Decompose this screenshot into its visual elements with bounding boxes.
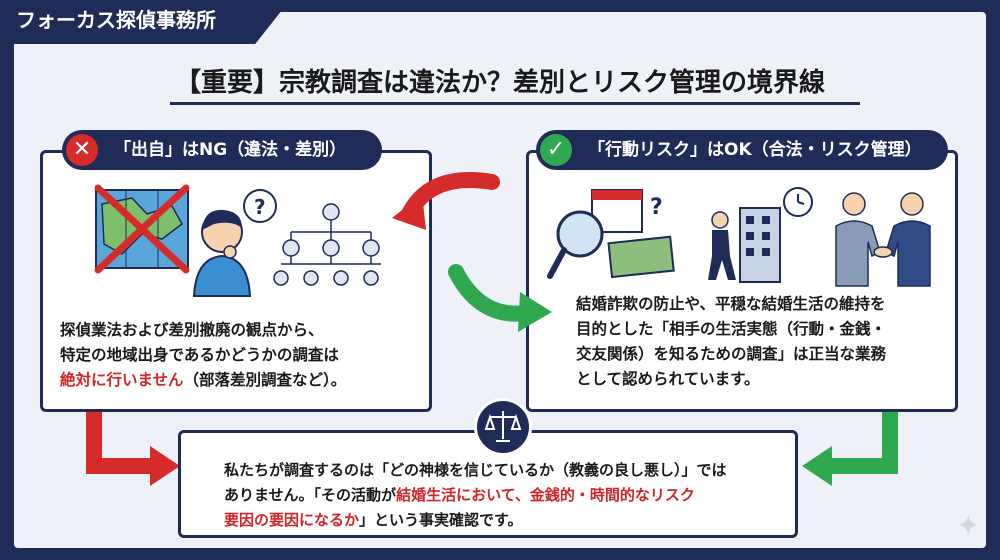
x-mark-icon: ✕ xyxy=(66,134,98,166)
left-elbow-arrow xyxy=(86,412,180,486)
conclusion-line2: ありません。「その活動が結婚生活において、金銭的・時間的なリスク xyxy=(224,483,727,508)
red-arrowhead xyxy=(392,194,426,230)
conclusion-line1: 私たちが調査するのは「どの神様を信じているか（教義の良し悪し）」では xyxy=(224,461,727,479)
ok-description: 結婚詐欺の防止や、平穏な結婚生活の維持を 目的とした「相手の生活実態（行動・金銭… xyxy=(576,292,886,392)
title-underline xyxy=(170,102,860,105)
check-mark-icon: ✓ xyxy=(540,134,572,166)
ng-heading-pill: ✕ 「出自」はNG（違法・差別） xyxy=(62,130,382,170)
ng-heading: 「出自」はNG（違法・差別） xyxy=(114,140,347,160)
ok-heading-pill: ✓ 「行動リスク」はOK（合法・リスク管理） xyxy=(536,130,948,170)
ng-text-line1: 探偵業法および差別撤廃の観点から、 xyxy=(60,321,324,339)
brand-label: フォーカス探偵事務所 xyxy=(0,0,290,44)
ng-text-line2: 特定の地域出身であるかどうかの調査は xyxy=(60,346,339,364)
ok-heading: 「行動リスク」はOK（合法・リスク管理） xyxy=(588,140,922,160)
scales-icon xyxy=(484,411,522,442)
conclusion-text: 私たちが調査するのは「どの神様を信じているか（教義の良し悪し）」では ありません… xyxy=(224,458,727,533)
conclusion-line3: 要因の要因になるか」という事実確認です。 xyxy=(224,508,727,533)
conclusion-line2-emphasis: 結婚生活において、金銭的・時間的なリスク xyxy=(396,486,695,504)
sparkle-icon: ✦ xyxy=(956,509,980,542)
handshake-icon xyxy=(835,192,931,287)
page-title: 【重要】宗教調査は違法か？差別とリスク管理の境界線 xyxy=(174,68,825,98)
green-arrowhead xyxy=(518,292,552,332)
curved-arrows xyxy=(392,172,552,332)
scales-icon-badge xyxy=(474,398,532,456)
ng-emphasis: 絶対に行いません xyxy=(60,371,184,389)
conclusion-line3-post: 」という事実確認です。 xyxy=(359,511,523,529)
ng-text-line3-rest: （部落差別調査など）。 xyxy=(183,371,347,389)
ng-text-line3: 絶対に行いません（部落差別調査など）。 xyxy=(60,368,346,393)
ok-text-line3: 交友関係）を知るための調査」は正当な業務 xyxy=(576,345,887,363)
conclusion-line2-pre: ありません。「その活動が xyxy=(224,486,397,504)
svg-text:?: ? xyxy=(650,195,663,220)
conclusion-line3-emphasis: 要因の要因になるか xyxy=(224,511,360,529)
thinking-person-icon: ? xyxy=(192,189,277,297)
ok-text-line4: として認められています。 xyxy=(576,370,760,388)
map-crossed-icon xyxy=(94,184,190,274)
ok-text-line1: 結婚詐欺の防止や、平穏な結婚生活の維持を xyxy=(576,295,886,313)
svg-text:?: ? xyxy=(254,195,266,219)
walking-person-building-icon xyxy=(708,187,813,283)
right-elbow-arrow xyxy=(802,412,898,486)
magnifier-calendar-money-icon: ? xyxy=(547,189,675,279)
ng-description: 探偵業法および差別撤廃の観点から、 特定の地域出身であるかどうかの調査は 絶対に… xyxy=(60,318,346,393)
family-tree-icon xyxy=(273,203,381,286)
ok-text-line2: 目的とした「相手の生活実態（行動・金銭・ xyxy=(576,320,887,338)
